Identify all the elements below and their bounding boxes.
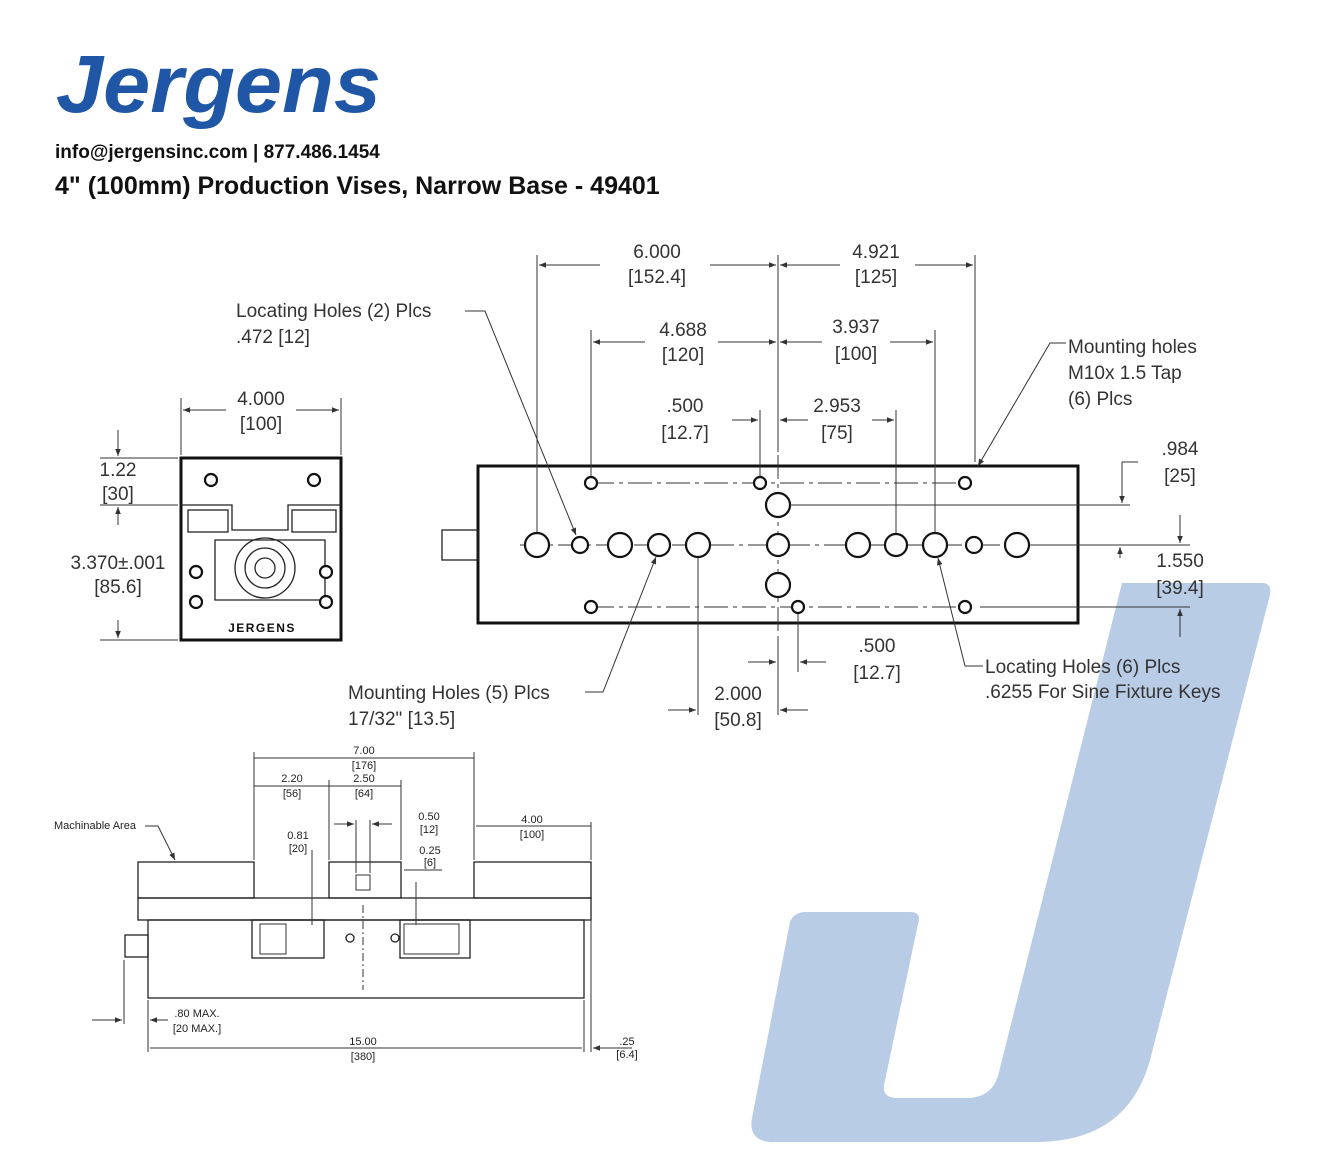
side-400-in: 4.00: [521, 814, 542, 826]
dim-1550-mm: [39.4]: [1156, 578, 1204, 599]
side-220-mm: [56]: [283, 788, 301, 800]
end-height-in: 3.370±.001: [71, 553, 166, 574]
side-050-in: 0.50: [418, 811, 439, 823]
dim-2000-in: 2.000: [714, 684, 762, 705]
dim-984-in: .984: [1162, 439, 1199, 460]
mounting-5-line1: Mounting Holes (5) Plcs: [348, 683, 550, 704]
dim-500a-in: .500: [667, 396, 704, 417]
side-1500-mm: [380]: [351, 1051, 375, 1063]
side-025-in: 0.25: [419, 845, 440, 857]
end-view-body: [179, 456, 343, 642]
side-1500-in: 15.00: [349, 1036, 377, 1048]
side-view: 7.00 [176] 2.20 [56] 2.50 [64] 0.50 [12]…: [54, 745, 638, 1063]
side-machinable-area: Machinable Area: [54, 820, 137, 832]
dim-984-mm: [25]: [1164, 466, 1196, 487]
end-view: JERGENS 4.000 [100] 1.22 [30] 3.370±.001…: [71, 389, 343, 642]
side-025-mm: [6]: [424, 857, 436, 869]
side-081-in: 0.81: [287, 830, 308, 842]
end-view-nameplate: JERGENS: [228, 621, 296, 635]
mounting-6-line1: Mounting holes: [1068, 337, 1197, 358]
dim-2953-mm: [75]: [821, 423, 853, 444]
side-250-mm: [64]: [355, 788, 373, 800]
dim-3937-in: 3.937: [832, 317, 880, 338]
side-700-in: 7.00: [353, 745, 374, 757]
jergens-logo: Jergens: [56, 40, 381, 130]
side-250-in: 2.50: [353, 773, 374, 785]
end-height-mm: [85.6]: [94, 577, 142, 598]
top-view: 6.000 [152.4] 4.921 [125] 4.688 [120] 3.…: [236, 242, 1221, 731]
jergens-logo-text: Jergens: [56, 40, 381, 130]
dim-4921-mm: [125]: [855, 267, 897, 288]
dim-3937-mm: [100]: [835, 344, 877, 365]
mounting-5-line2: 17/32" [13.5]: [348, 709, 455, 730]
dim-2000-mm: [50.8]: [714, 710, 762, 731]
end-top-mm: [30]: [102, 484, 134, 505]
dim-4688-mm: [120]: [662, 345, 704, 366]
dim-500a-mm: [12.7]: [661, 423, 709, 444]
dim-500b-mm: [12.7]: [853, 663, 901, 684]
product-title: 4" (100mm) Production Vises, Narrow Base…: [55, 172, 660, 200]
dim-6000-in: 6.000: [633, 242, 681, 263]
mounting-6-line3: (6) Plcs: [1068, 389, 1132, 410]
dim-1550-in: 1.550: [1156, 551, 1204, 572]
side-080-in: .80 MAX.: [174, 1008, 219, 1020]
side-700-mm: [176]: [352, 760, 376, 772]
side-081-mm: [20]: [289, 843, 307, 855]
locating-2-line1: Locating Holes (2) Plcs: [236, 301, 431, 322]
side-220-in: 2.20: [281, 773, 302, 785]
dim-4921-in: 4.921: [852, 242, 900, 263]
end-width-mm: [100]: [240, 414, 282, 435]
side-400-mm: [100]: [520, 829, 544, 841]
dim-500b-in: .500: [859, 636, 896, 657]
watermark-j-shape: [751, 583, 1271, 1142]
side-25-mm: [6.4]: [616, 1049, 637, 1061]
locating-6-line1: Locating Holes (6) Plcs: [985, 657, 1180, 678]
contact-info: info@jergensinc.com | 877.486.1454: [55, 142, 380, 163]
dim-2953-in: 2.953: [813, 396, 861, 417]
end-width-in: 4.000: [237, 389, 285, 410]
side-050-mm: [12]: [420, 824, 438, 836]
locating-2-line2: .472 [12]: [236, 327, 310, 348]
locating-6-line2: .6255 For Sine Fixture Keys: [985, 682, 1221, 703]
side-080-mm: [20 MAX.]: [173, 1023, 221, 1035]
dim-4688-in: 4.688: [659, 320, 707, 341]
dim-6000-mm: [152.4]: [628, 267, 686, 288]
end-top-in: 1.22: [100, 460, 137, 481]
side-25-in: .25: [619, 1036, 634, 1048]
mounting-6-line2: M10x 1.5 Tap: [1068, 363, 1182, 384]
